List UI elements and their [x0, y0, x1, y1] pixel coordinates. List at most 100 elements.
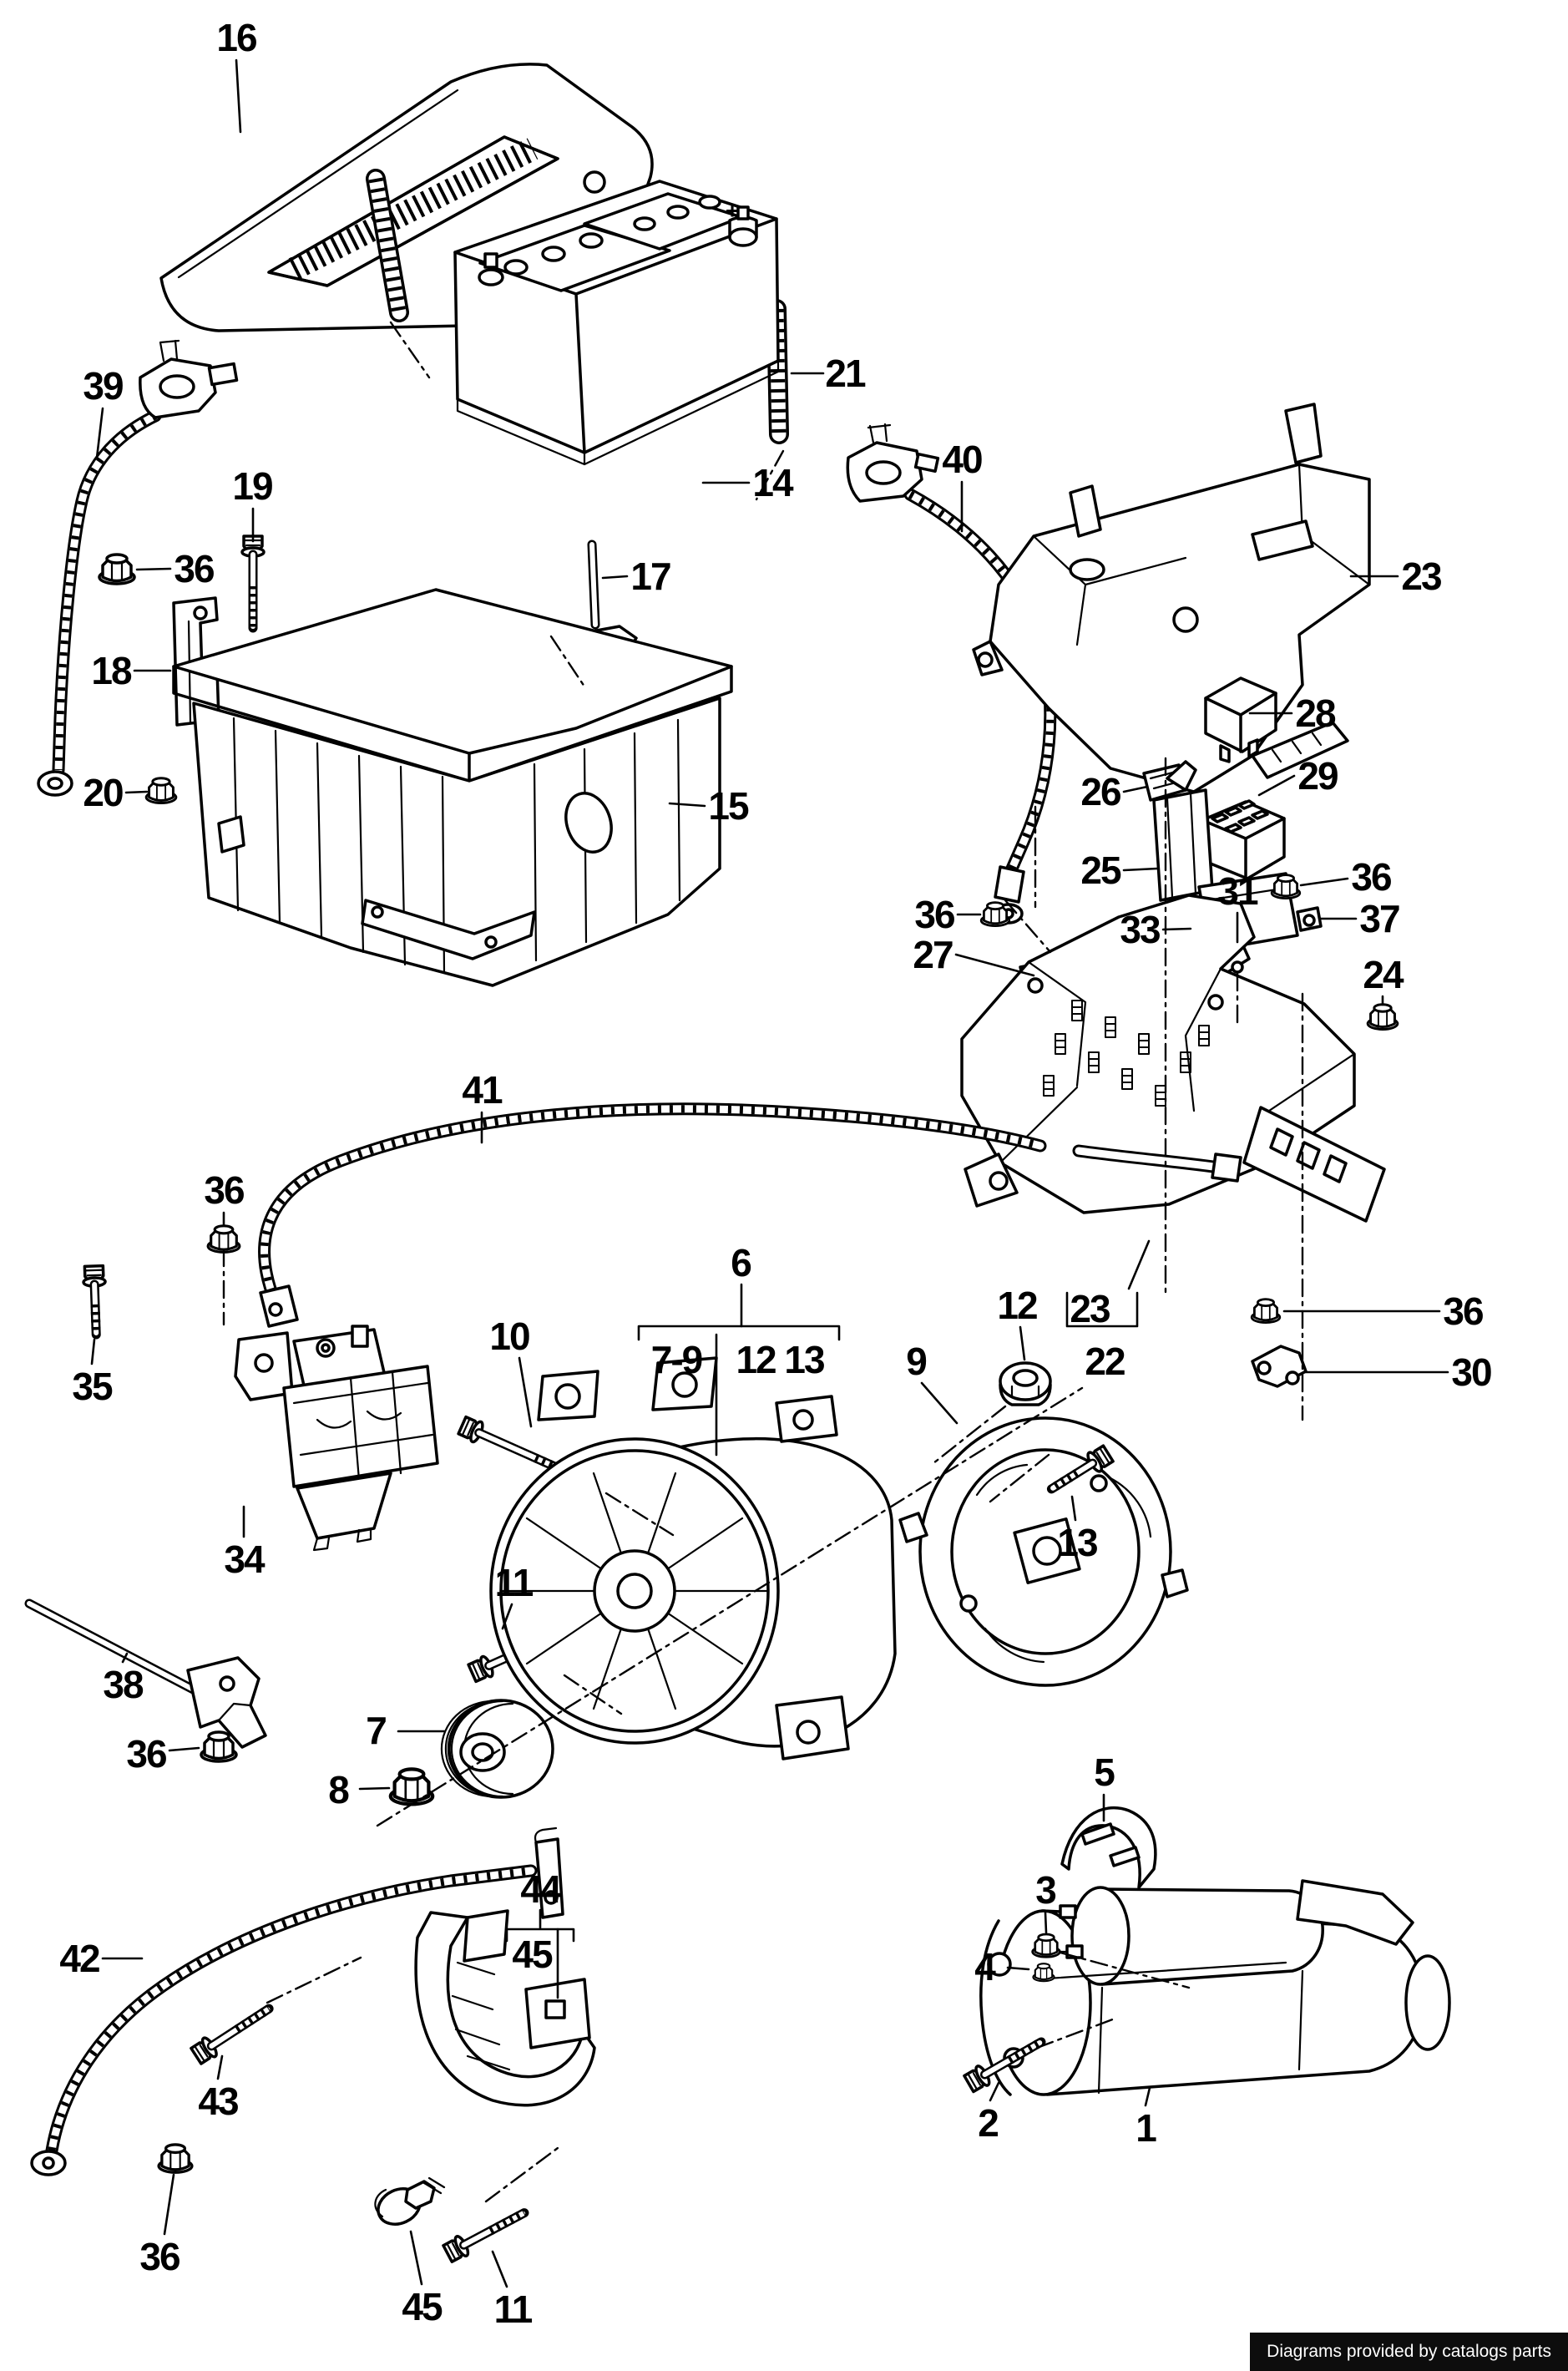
guide-line-14: [389, 321, 431, 379]
part-label-19: 19: [232, 464, 272, 508]
part-label-39: 39: [83, 364, 123, 408]
nut-36g-part: [1250, 1298, 1282, 1324]
fusecarrier_bracket-line-1: [1127, 1239, 1151, 1290]
part-label-36c: 36: [914, 893, 954, 936]
relay-28-part: [1204, 676, 1277, 763]
junction-box-34-part: [234, 1325, 439, 1552]
nut-24-part: [1366, 1003, 1399, 1031]
leader-line-13: [1070, 1495, 1077, 1522]
diagram-mark-0: +: [726, 198, 739, 224]
part-label-21: 21: [825, 352, 866, 395]
bolt-11c-part: [441, 2208, 529, 2265]
part-label-28: 28: [1295, 692, 1336, 735]
bolt-13-part: [1046, 1442, 1115, 1494]
leader-line-8: [358, 1786, 391, 1791]
leader-line-3: [1044, 1911, 1048, 1934]
part-label-38: 38: [103, 1663, 144, 1706]
part-label-10: 10: [489, 1315, 529, 1358]
guide-line-4: [604, 1492, 675, 1537]
part-label-3: 3: [1035, 1868, 1055, 1912]
part-label-30: 30: [1451, 1350, 1491, 1394]
battery-part: [453, 180, 780, 466]
part-label-42: 42: [59, 1937, 99, 1980]
guide-line-5: [563, 1674, 623, 1715]
part-label-40: 40: [942, 438, 982, 481]
part-label-guard_bracket-44: 44: [520, 1867, 562, 1911]
leader-line-36b: [1299, 877, 1349, 887]
part-label-36g: 36: [1443, 1289, 1483, 1333]
part-label-18: 18: [91, 649, 132, 692]
part-label-36f: 36: [139, 2235, 180, 2278]
guide-line-9: [1059, 1951, 1191, 1989]
part-label-1: 1: [1136, 2106, 1156, 2150]
part-label-36d: 36: [204, 1168, 244, 1212]
leader-line-2: [989, 2081, 1000, 2102]
part-label-26: 26: [1080, 770, 1120, 813]
nut-36f-part: [157, 2143, 194, 2174]
part-label-alternator_bracket-7-9: 7-9: [651, 1338, 702, 1381]
part-label-43: 43: [198, 2080, 238, 2123]
bolt-35-part: [81, 1264, 107, 1340]
watermark-text: Diagrams provided by catalogs parts: [1267, 2342, 1551, 2361]
bolt-19-part: [240, 534, 266, 633]
pulley-7-part: [440, 1699, 554, 1799]
part-label-24: 24: [1363, 953, 1404, 996]
part-label-13: 13: [1057, 1521, 1097, 1564]
leader-line-43: [216, 2054, 224, 2080]
leader-line-9: [920, 1381, 959, 1425]
support-rod-38-part: [24, 1598, 267, 1749]
leader-line-36a: [135, 567, 172, 571]
bolt-43-part: [189, 2004, 274, 2067]
ground-cable-39-part: [37, 339, 239, 797]
hold-down-rod-part: [366, 169, 409, 322]
fusecarrier_bracket-line-0: [1065, 1291, 1139, 1328]
part-label-45a: 45: [402, 2285, 443, 2328]
leader-line-29: [1257, 774, 1296, 797]
starter-cable-42-part: [30, 1826, 564, 2176]
leader-line-16: [235, 58, 242, 134]
alternator_bracket-line-1: [637, 1325, 841, 1341]
part-label-16: 16: [216, 16, 256, 59]
part-label-25: 25: [1080, 849, 1121, 892]
leader-line-11c: [491, 2250, 508, 2288]
nut-8-part: [391, 1769, 432, 1804]
part-label-5: 5: [1094, 1750, 1115, 1794]
leader-line-35: [90, 1338, 96, 1365]
leader-line-36e: [168, 1746, 200, 1752]
leader-line-27: [954, 953, 1035, 977]
leader-line-45a: [409, 2230, 423, 2286]
nut-36d-part: [206, 1224, 241, 1254]
part-label-9: 9: [906, 1340, 926, 1383]
relay-29-part: [1201, 799, 1286, 880]
nut-36a-part: [98, 553, 136, 585]
alternator-part: [489, 1356, 897, 1761]
part-label-alternator_bracket-12 13: 12 13: [736, 1338, 824, 1381]
part-label-fusecarrier_bracket-23: 23: [1070, 1287, 1110, 1330]
guide-line-6: [989, 1453, 1050, 1503]
leader-line-26: [1122, 785, 1149, 793]
leader-line-17: [601, 575, 629, 580]
part-label-37: 37: [1359, 897, 1399, 940]
leader-line-38: [121, 1652, 129, 1664]
leader-line-36f: [163, 2173, 175, 2236]
part-label-7: 7: [366, 1709, 386, 1752]
watermark-bar: Diagrams provided by catalogs parts: [1250, 2333, 1568, 2371]
part-label-15: 15: [708, 784, 749, 828]
part-label-35: 35: [72, 1365, 113, 1408]
leader-line-33: [1161, 927, 1192, 931]
bearing-plate-9-part: [898, 1416, 1189, 1687]
part-label-11c: 11: [494, 2287, 533, 2331]
part-label-12: 12: [997, 1284, 1037, 1327]
clip-45-part: [374, 2176, 446, 2226]
guide-line-12: [1004, 899, 1052, 954]
leader-line-15: [668, 802, 706, 808]
part-label-41: 41: [462, 1068, 503, 1112]
fuse-strip-30-part: [1251, 1345, 1308, 1388]
part-label-36b: 36: [1351, 855, 1391, 899]
part-label-4: 4: [974, 1945, 996, 1988]
leader-line-10: [518, 1356, 533, 1428]
cap-nut-12-part: [999, 1361, 1052, 1406]
bolt-2-part: [962, 2037, 1046, 2095]
